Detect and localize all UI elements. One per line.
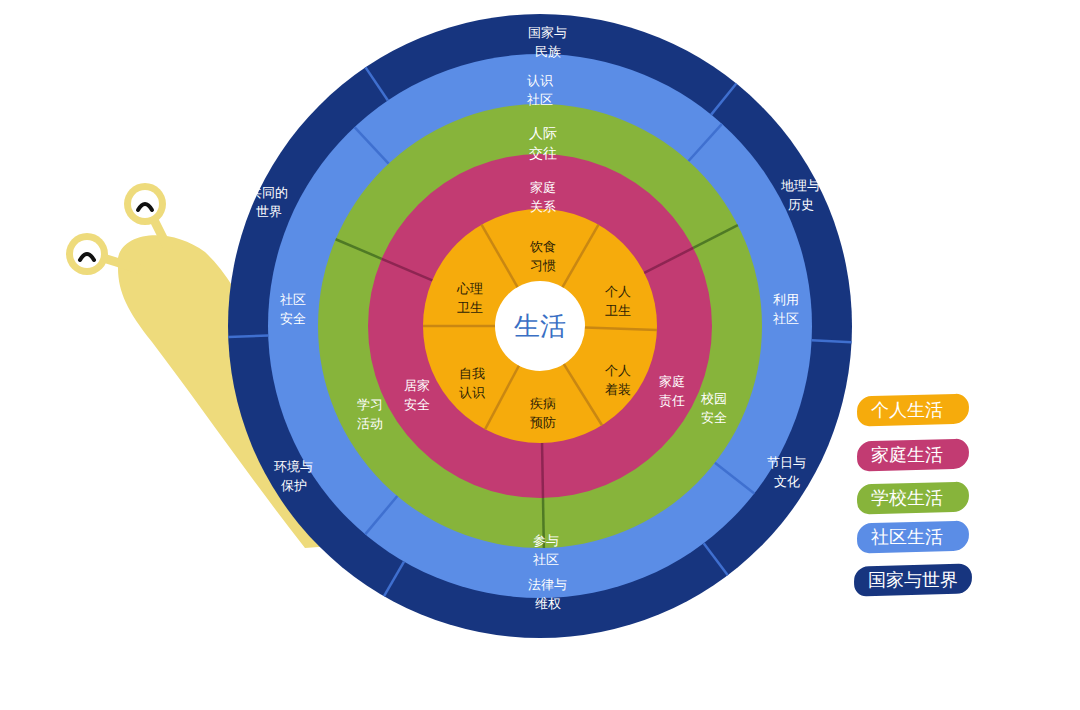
ring-sector: 利用 社区 xyxy=(771,291,801,329)
sector-text: 地理与 历史 xyxy=(781,177,820,215)
snail-eye-pupil xyxy=(80,254,94,260)
ring-sector: 学习 活动 xyxy=(355,396,385,434)
sector-text: 居家 安全 xyxy=(404,377,430,415)
ring-national xyxy=(228,14,852,638)
sector-text: 节日与 文化 xyxy=(767,454,806,492)
sector-text: 学习 活动 xyxy=(357,396,383,434)
divider-line xyxy=(541,443,544,498)
ring-sector: 校园 安全 xyxy=(699,390,729,428)
ring-sector: 法律与 维权 xyxy=(526,576,569,614)
ring-sector: 地理与 历史 xyxy=(779,177,822,215)
snail-eye-pupil xyxy=(138,204,152,210)
sector-text: 饮食 习惯 xyxy=(530,238,556,276)
snail-eye xyxy=(66,233,108,275)
ring-personal xyxy=(423,209,657,443)
sector-text: 社区 安全 xyxy=(280,291,306,329)
ring-sector: 环境与 保护 xyxy=(272,458,315,496)
legend-text: 个人生活 xyxy=(857,395,969,425)
ring-sector: 节日与 文化 xyxy=(765,454,808,492)
divider-line xyxy=(354,127,388,164)
sector-text: 共同的 世界 xyxy=(249,184,288,222)
center-circle xyxy=(495,281,585,371)
sector-text: 心理 卫生 xyxy=(457,280,483,318)
ring-sector: 共同的 世界 xyxy=(247,184,290,222)
sector-text: 利用 社区 xyxy=(773,291,799,329)
divider-line xyxy=(228,335,268,336)
divider-line xyxy=(644,248,693,273)
divider-line xyxy=(812,340,852,342)
sector-text: 校园 安全 xyxy=(701,390,727,428)
divider-line xyxy=(564,364,602,425)
divider-line xyxy=(563,225,599,287)
ring-sector: 家庭 关系 xyxy=(528,179,558,217)
divider-line xyxy=(693,225,738,248)
divider-line xyxy=(715,463,754,494)
sector-text: 个人 卫生 xyxy=(605,283,631,321)
divider-line xyxy=(689,124,722,161)
sector-text: 认识 社区 xyxy=(527,72,553,110)
ring-school xyxy=(318,104,762,548)
ring-sector: 国家与 民族 xyxy=(526,24,569,62)
sector-text: 人际 交往 xyxy=(529,123,557,164)
ring-sector: 参与 社区 xyxy=(531,532,561,570)
legend-item: 个人生活 xyxy=(857,395,969,425)
divider-line xyxy=(485,366,519,430)
sector-text: 生活 xyxy=(514,308,566,346)
ring-sector: 个人 着装 xyxy=(603,362,633,400)
ring-community xyxy=(268,54,812,598)
divider-line xyxy=(711,84,736,115)
divider-line xyxy=(384,562,404,597)
sector-text: 国家与 民族 xyxy=(528,24,567,62)
legend-text: 国家与世界 xyxy=(854,565,972,595)
center-label: 生活 xyxy=(512,308,568,346)
divider-line xyxy=(336,239,382,259)
legend-item: 学校生活 xyxy=(857,483,969,513)
snail-eye-white xyxy=(73,240,101,268)
divider-line xyxy=(482,225,518,287)
sector-text: 参与 社区 xyxy=(533,532,559,570)
legend-text: 学校生活 xyxy=(857,483,969,513)
sector-text: 家庭 关系 xyxy=(530,179,556,217)
ring-sector: 居家 安全 xyxy=(402,377,432,415)
legend-text: 家庭生活 xyxy=(857,440,969,470)
legend-item: 社区生活 xyxy=(857,522,969,552)
ring-sector: 心理 卫生 xyxy=(455,280,485,318)
divider-line xyxy=(423,325,495,328)
sector-text: 法律与 维权 xyxy=(528,576,567,614)
ring-sector: 社区 安全 xyxy=(278,291,308,329)
legend-item: 家庭生活 xyxy=(857,440,969,470)
sector-text: 自我 认识 xyxy=(459,365,485,403)
ring-sector: 疾病 预防 xyxy=(528,395,558,433)
ring-dividers xyxy=(228,67,851,596)
legend-item: 国家与世界 xyxy=(854,565,972,595)
ring-sector: 家庭 责任 xyxy=(657,373,687,411)
divider-line xyxy=(382,259,433,280)
legend-text: 社区生活 xyxy=(857,522,969,552)
divider-line xyxy=(366,67,388,100)
sector-text: 环境与 保护 xyxy=(274,458,313,496)
ring-sector: 个人 卫生 xyxy=(603,283,633,321)
snail-eye xyxy=(124,183,166,225)
sector-text: 个人 着装 xyxy=(605,362,631,400)
ring-sector: 认识 社区 xyxy=(525,72,555,110)
ring-sector: 饮食 习惯 xyxy=(528,238,558,276)
snail-eye-white xyxy=(131,190,159,218)
ring-family xyxy=(368,154,712,498)
divider-line xyxy=(704,543,728,575)
divider-line xyxy=(585,328,657,331)
sector-text: 家庭 责任 xyxy=(659,373,685,411)
sector-text: 疾病 预防 xyxy=(530,395,556,433)
divider-line xyxy=(365,496,397,534)
ring-sector: 人际 交往 xyxy=(527,123,559,164)
ring-sector: 自我 认识 xyxy=(457,365,487,403)
